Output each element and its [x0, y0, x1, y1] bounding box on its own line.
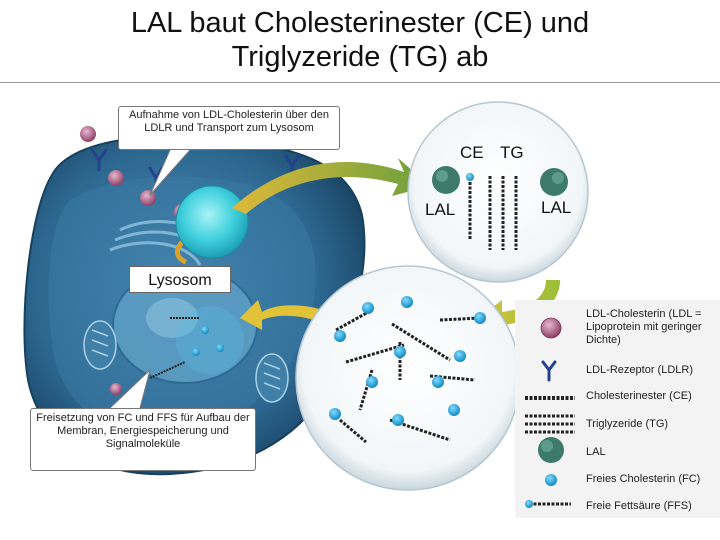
lysosome: [175, 185, 249, 265]
ldlr-receptor-icon: [541, 360, 557, 382]
legend-icons: [525, 317, 575, 508]
free-cholesterol-icon: [545, 474, 557, 486]
inset-label-lal-left: LAL: [425, 200, 456, 219]
inset-label-lal-right: LAL: [541, 198, 572, 217]
lysosome-release: [149, 306, 244, 379]
legend-fc: Freies Cholesterin (FC): [586, 473, 701, 485]
ldl-receptors: [90, 148, 301, 188]
callout-top-pointer: [149, 149, 191, 196]
page-title: LAL baut Cholesterinester (CE) und Trigl…: [60, 6, 660, 74]
title-divider: [0, 82, 720, 83]
legend-ffs: Freie Fettsäure (FFS): [586, 500, 692, 512]
legend-tg: Triglyzeride (TG): [586, 418, 669, 430]
inset-lower: [295, 265, 521, 491]
inset-upper: [407, 101, 589, 283]
legend-ce: Cholesterinester (CE): [586, 390, 692, 402]
legend-ldlr: LDL-Rezeptor (LDLR): [586, 364, 693, 376]
legend-lal: LAL: [586, 446, 606, 458]
legend-ldl: LDL-Cholesterin (LDL = Lipoprotein mit g…: [586, 308, 702, 346]
callout-release: Freisetzung von FC und FFS für Aufbau de…: [30, 408, 256, 471]
lysosom-label: Lysosom: [129, 266, 231, 293]
arrow-to-cell: [240, 300, 330, 330]
fatty-acid-icon: [525, 500, 571, 508]
title-line-2: Triglyzeride (TG) ab: [231, 41, 489, 73]
ldl-particles: [80, 126, 190, 395]
lal-enzyme-icon: [538, 437, 564, 463]
title-line-1: LAL baut Cholesterinester (CE) und: [130, 7, 590, 39]
triglyceride-icon: [525, 414, 575, 434]
arrow-to-inset: [232, 158, 430, 214]
callout-bottom-pointer: [109, 368, 151, 409]
inset-label-ce: CE: [460, 143, 484, 162]
callout-ldl-uptake: Aufnahme von LDL-Cholesterin über den LD…: [118, 106, 340, 150]
ldl-particle-icon: [540, 317, 562, 339]
inset-label-tg: TG: [500, 143, 524, 162]
